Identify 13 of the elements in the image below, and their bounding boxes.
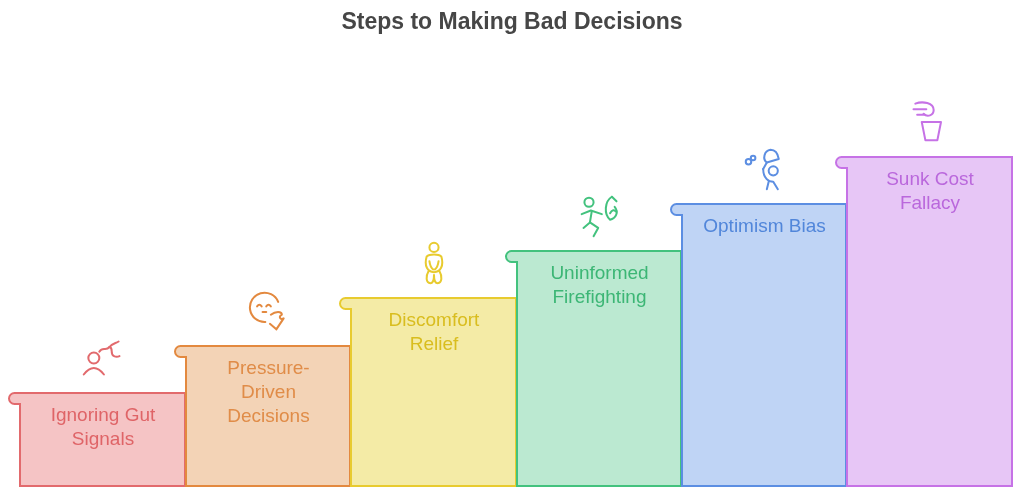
- step-label: Sunk Cost Fallacy: [885, 167, 975, 215]
- step-block: [670, 203, 847, 487]
- step-block: [8, 392, 186, 487]
- step-label: Uninformed Firefighting: [549, 261, 650, 309]
- step-label: Ignoring Gut Signals: [49, 403, 157, 451]
- step-label: Discomfort Relief: [387, 308, 481, 356]
- diagram-title: Steps to Making Bad Decisions: [341, 8, 683, 34]
- step-block: [339, 297, 517, 487]
- step-block: [835, 156, 1013, 487]
- step-block: [174, 345, 351, 487]
- step-block: [505, 250, 682, 487]
- step-label: Pressure-Driven Decisions: [226, 356, 311, 428]
- step-label: Optimism Bias: [702, 214, 827, 238]
